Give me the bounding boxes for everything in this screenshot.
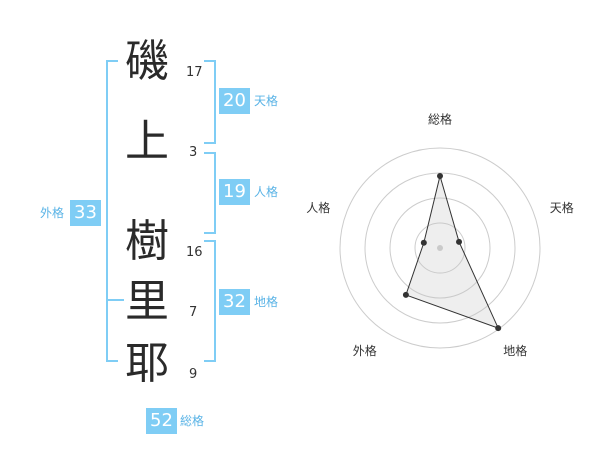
radar-axis-label-1: 総格 <box>428 112 452 127</box>
stroke-count-2: 3 <box>189 145 198 160</box>
radar-ring-2 <box>389 197 491 299</box>
gaikaku-label: 外格 <box>40 206 65 220</box>
name-char-3: 樹 <box>125 216 169 267</box>
jinkaku-label: 人格 <box>254 185 279 199</box>
radar-point-4 <box>402 291 409 298</box>
gaikaku-bracket <box>106 60 118 362</box>
chikaku-label: 地格 <box>254 295 279 309</box>
radar-series-polygon <box>405 174 500 329</box>
chikaku-bracket <box>204 240 216 362</box>
soukaku-label: 総格 <box>180 414 205 428</box>
gaikaku-bracket-tick <box>108 299 124 301</box>
stroke-count-5: 9 <box>189 367 198 382</box>
name-char-1: 磯 <box>125 36 169 87</box>
soukaku-value-badge: 52 <box>146 408 177 434</box>
gaikaku-value-badge: 33 <box>70 200 101 226</box>
chikaku-value-badge: 32 <box>219 289 250 315</box>
stroke-count-4: 7 <box>189 305 198 320</box>
name-char-2: 上 <box>125 116 169 167</box>
stroke-count-3: 16 <box>186 245 203 260</box>
radar-point-3 <box>495 325 502 332</box>
jinkaku-value-badge: 19 <box>219 179 250 205</box>
tenkaku-value-badge: 20 <box>219 88 250 114</box>
radar-axis-label-5: 人格 <box>306 200 330 215</box>
radar-point-2 <box>456 238 463 245</box>
name-char-5: 耶 <box>125 338 169 389</box>
stroke-count-1: 17 <box>186 65 203 80</box>
radar-ring-1 <box>414 222 466 274</box>
radar-axis-label-3: 地格 <box>503 343 527 358</box>
radar-ring-4 <box>339 147 541 349</box>
radar-point-1 <box>437 173 443 179</box>
tenkaku-bracket <box>204 60 216 144</box>
tenkaku-label: 天格 <box>254 94 279 108</box>
radar-center-dot <box>437 245 443 251</box>
jinkaku-bracket <box>204 152 216 234</box>
name-char-4: 里 <box>125 276 169 327</box>
radar-axis-label-4: 外格 <box>353 343 377 358</box>
radar-axis-label-2: 天格 <box>550 200 574 215</box>
radar-point-5 <box>420 239 427 246</box>
